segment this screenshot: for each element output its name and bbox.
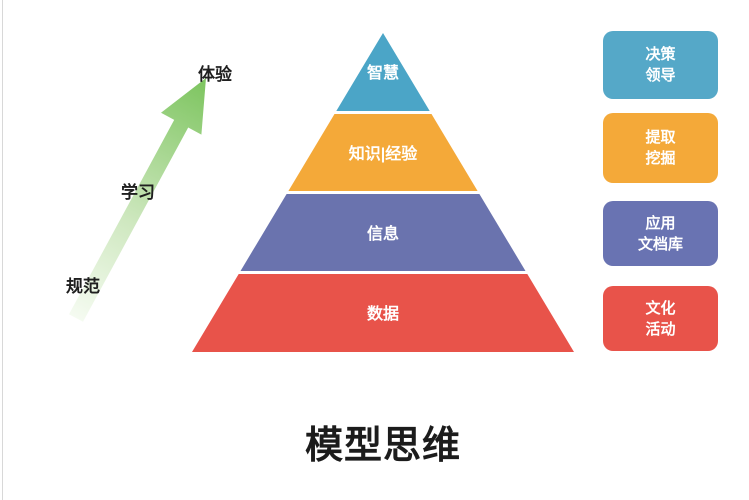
- side-box-label: 文化 活动: [645, 299, 676, 338]
- pyramid-level-data: [192, 274, 574, 352]
- arrow-label-experience: 体验: [198, 65, 232, 84]
- pyramid-level-wisdom: [336, 33, 430, 111]
- side-box-extract-mining: 提取 挖掘: [603, 113, 718, 183]
- page-title: 模型思维: [304, 425, 462, 467]
- side-box-decision-leadership: 决策 领导: [603, 31, 718, 99]
- side-box-label: 提取 挖掘: [645, 129, 676, 167]
- arrow-label-learning: 学习: [121, 183, 155, 202]
- side-box-label: 应用 文档库: [637, 214, 683, 253]
- side-box-label: 决策 领导: [645, 46, 676, 84]
- pyramid-label-wisdom: 智慧: [366, 65, 400, 82]
- pyramid-level-knowledge: [288, 114, 478, 191]
- pyramid-label-knowledge: 知识|经验: [348, 146, 418, 163]
- pyramid-level-information: [240, 194, 526, 271]
- arrow-label-norms: 规范: [66, 277, 100, 296]
- side-box-application-document-library: 应用 文档库: [603, 201, 718, 266]
- pyramid-label-data: 数据: [366, 306, 400, 323]
- growth-arrow: [69, 78, 206, 322]
- side-box-culture-activity: 文化 活动: [603, 286, 718, 351]
- left-edge-line: [2, 0, 3, 500]
- pyramid-label-information: 信息: [366, 226, 400, 243]
